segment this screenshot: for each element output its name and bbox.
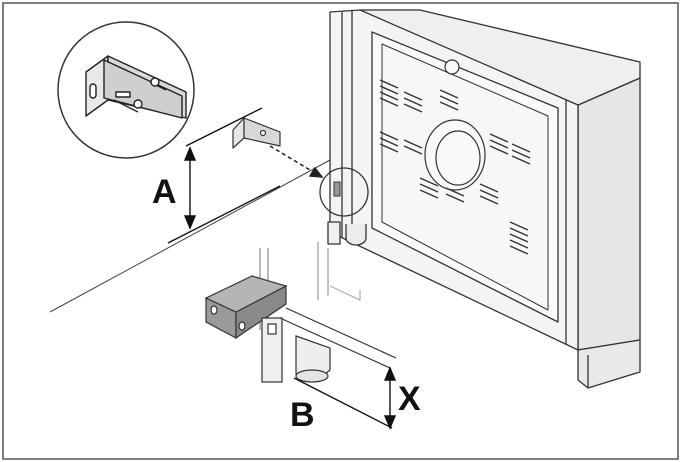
vent-slots xyxy=(379,79,531,255)
front-left-foot xyxy=(327,221,341,245)
dimension-x-arrow xyxy=(293,366,397,430)
anti-tip-bracket-icon xyxy=(232,117,281,149)
appliance-side-panel xyxy=(577,77,641,351)
bracket-detail-magnifier-icon xyxy=(57,21,195,159)
fan-vent-icon xyxy=(424,59,486,191)
bracket-location-marker xyxy=(319,167,369,217)
dimension-b-label: B xyxy=(290,396,315,434)
knob-icon xyxy=(444,59,460,75)
lower-detail-view xyxy=(204,242,397,383)
dimension-x-label: X xyxy=(398,380,421,418)
placement-arrow-icon xyxy=(269,145,324,178)
dimension-a-label: A xyxy=(152,173,177,211)
dimension-a-arrow xyxy=(167,107,281,244)
appliance-plinth xyxy=(577,339,641,389)
